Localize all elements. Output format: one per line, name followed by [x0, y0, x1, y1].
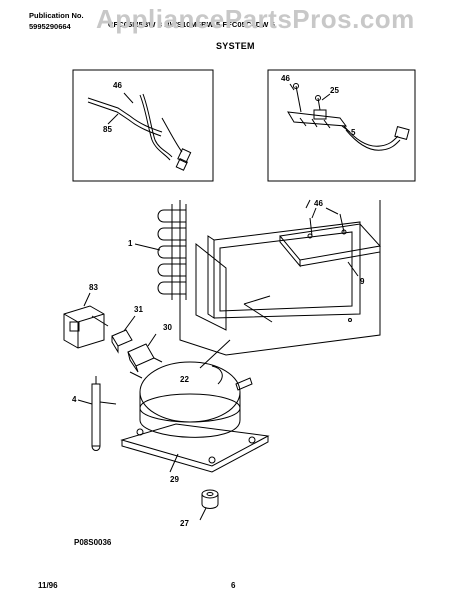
- callout-83: 83: [89, 283, 98, 292]
- evaporator-coil: [134, 204, 187, 300]
- inset-right-frame: [267, 69, 416, 182]
- callout-46-main: 46: [314, 199, 323, 208]
- shelf-plate: [279, 207, 381, 277]
- page-number: 6: [231, 581, 236, 590]
- publication-label: Publication No.: [29, 11, 84, 20]
- callout-31: 31: [134, 305, 143, 314]
- thermostat-drawing: [287, 83, 410, 151]
- callout-29: 29: [170, 475, 179, 484]
- relay-part: [63, 292, 109, 349]
- callout-1: 1: [128, 239, 133, 248]
- callout-9: 9: [360, 277, 365, 286]
- publication-number: 5995290664: [29, 22, 71, 31]
- callout-27: 27: [180, 519, 189, 528]
- callout-5: 5: [351, 128, 356, 137]
- wire-harness-drawing: [87, 92, 192, 171]
- watermark: AppliancePartsPros.com: [96, 4, 415, 34]
- callout-22: 22: [180, 375, 189, 384]
- callout-4: 4: [72, 395, 77, 404]
- cabinet-outline: [179, 200, 381, 356]
- drier-part: [77, 376, 117, 451]
- callout-46-right: 46: [281, 74, 290, 83]
- footer-date: 11/96: [38, 581, 58, 590]
- terminal-cover-part: [127, 333, 163, 373]
- model-numbers: CFC05M5BW 3 BWS10M5BW 5 FFC05C4DW 5: [108, 20, 275, 29]
- section-title: SYSTEM: [216, 41, 255, 51]
- connector-part: [111, 315, 136, 354]
- compressor: [120, 339, 270, 473]
- inset-left-frame: [72, 69, 214, 182]
- callout-30: 30: [163, 323, 172, 332]
- callout-85: 85: [103, 125, 112, 134]
- grommet-part: [199, 489, 219, 521]
- callout-46-left: 46: [113, 81, 122, 90]
- figure-code: P08S0036: [74, 538, 112, 547]
- callout-25: 25: [330, 86, 339, 95]
